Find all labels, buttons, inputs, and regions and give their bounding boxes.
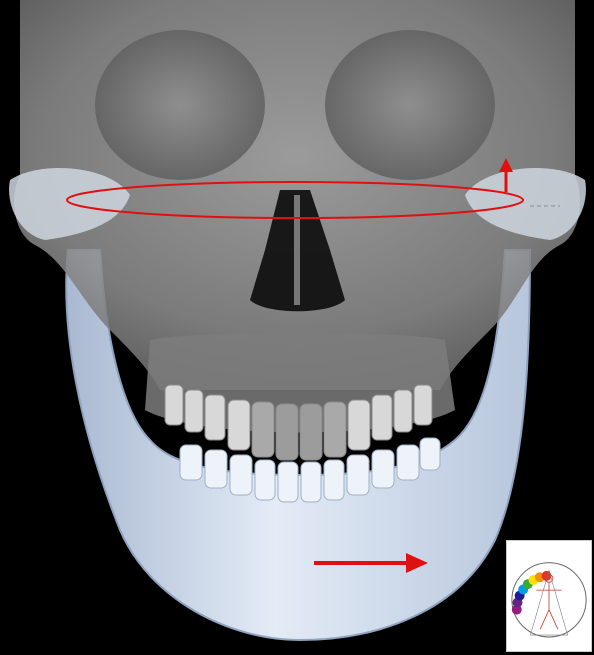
- dental-arch-inset: [506, 540, 592, 652]
- right-orbit: [325, 30, 495, 180]
- left-orbit: [95, 30, 265, 180]
